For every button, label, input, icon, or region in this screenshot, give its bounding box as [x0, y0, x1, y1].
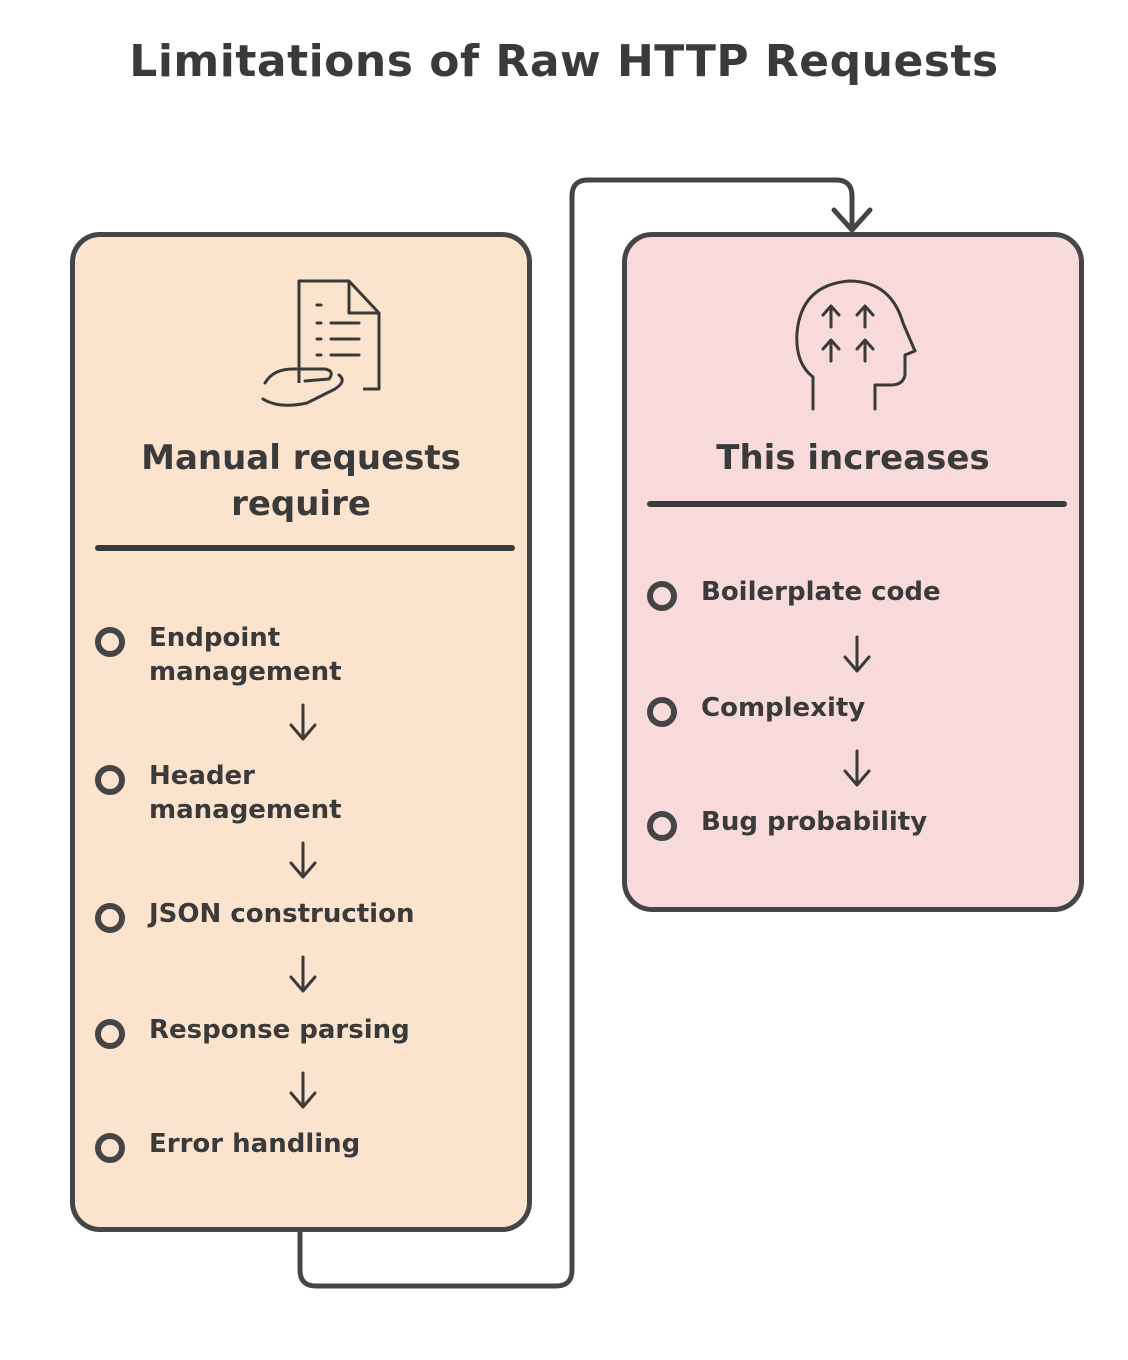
item-label: Response parsing: [149, 1015, 410, 1045]
item-label: Error handling: [149, 1129, 361, 1159]
list-item: Response parsing: [95, 1013, 410, 1049]
bullet-circle: [95, 1019, 125, 1049]
down-arrow-icon: [843, 749, 871, 787]
left-divider: [95, 545, 515, 551]
item-label: JSON construction: [149, 899, 415, 929]
bullet-circle: [647, 811, 677, 841]
down-arrow-icon: [289, 703, 317, 741]
left-heading-line2: require: [231, 484, 371, 524]
left-heading-line1: Manual requests: [141, 438, 461, 478]
item-label: Boilerplate code: [701, 577, 941, 607]
list-item: Boilerplate code: [647, 575, 941, 611]
item-label: Header: [149, 761, 256, 791]
bullet-circle: [647, 697, 677, 727]
bullet-circle: [95, 1133, 125, 1163]
item-label-cont: management: [149, 795, 342, 825]
right-panel: This increases Boilerplate code Complexi…: [622, 232, 1084, 912]
list-item: Endpoint management: [95, 621, 342, 689]
item-label-cont: management: [149, 657, 342, 687]
diagram-title: Limitations of Raw HTTP Requests: [129, 36, 999, 87]
right-divider: [647, 501, 1067, 507]
left-panel-heading: Manual requests require: [75, 435, 527, 527]
document-hand-icon: [261, 279, 381, 407]
bullet-circle: [95, 627, 125, 657]
item-label: Endpoint: [149, 623, 281, 653]
list-item: JSON construction: [95, 897, 414, 933]
list-item: Complexity: [647, 691, 865, 727]
list-item: Header management: [95, 759, 342, 827]
item-label: Bug probability: [701, 807, 928, 837]
down-arrow-icon: [289, 955, 317, 993]
down-arrow-icon: [289, 841, 317, 879]
list-item: Bug probability: [647, 805, 927, 841]
left-panel: Manual requests require Endpoint managem…: [70, 232, 532, 1232]
right-panel-heading: This increases: [716, 438, 990, 478]
bullet-circle: [95, 765, 125, 795]
item-label: Complexity: [701, 693, 866, 723]
list-item: Error handling: [95, 1127, 360, 1163]
bullet-circle: [95, 903, 125, 933]
bullet-circle: [647, 581, 677, 611]
down-arrow-icon: [289, 1071, 317, 1109]
down-arrow-icon: [843, 635, 871, 673]
head-arrows-icon: [795, 279, 917, 411]
